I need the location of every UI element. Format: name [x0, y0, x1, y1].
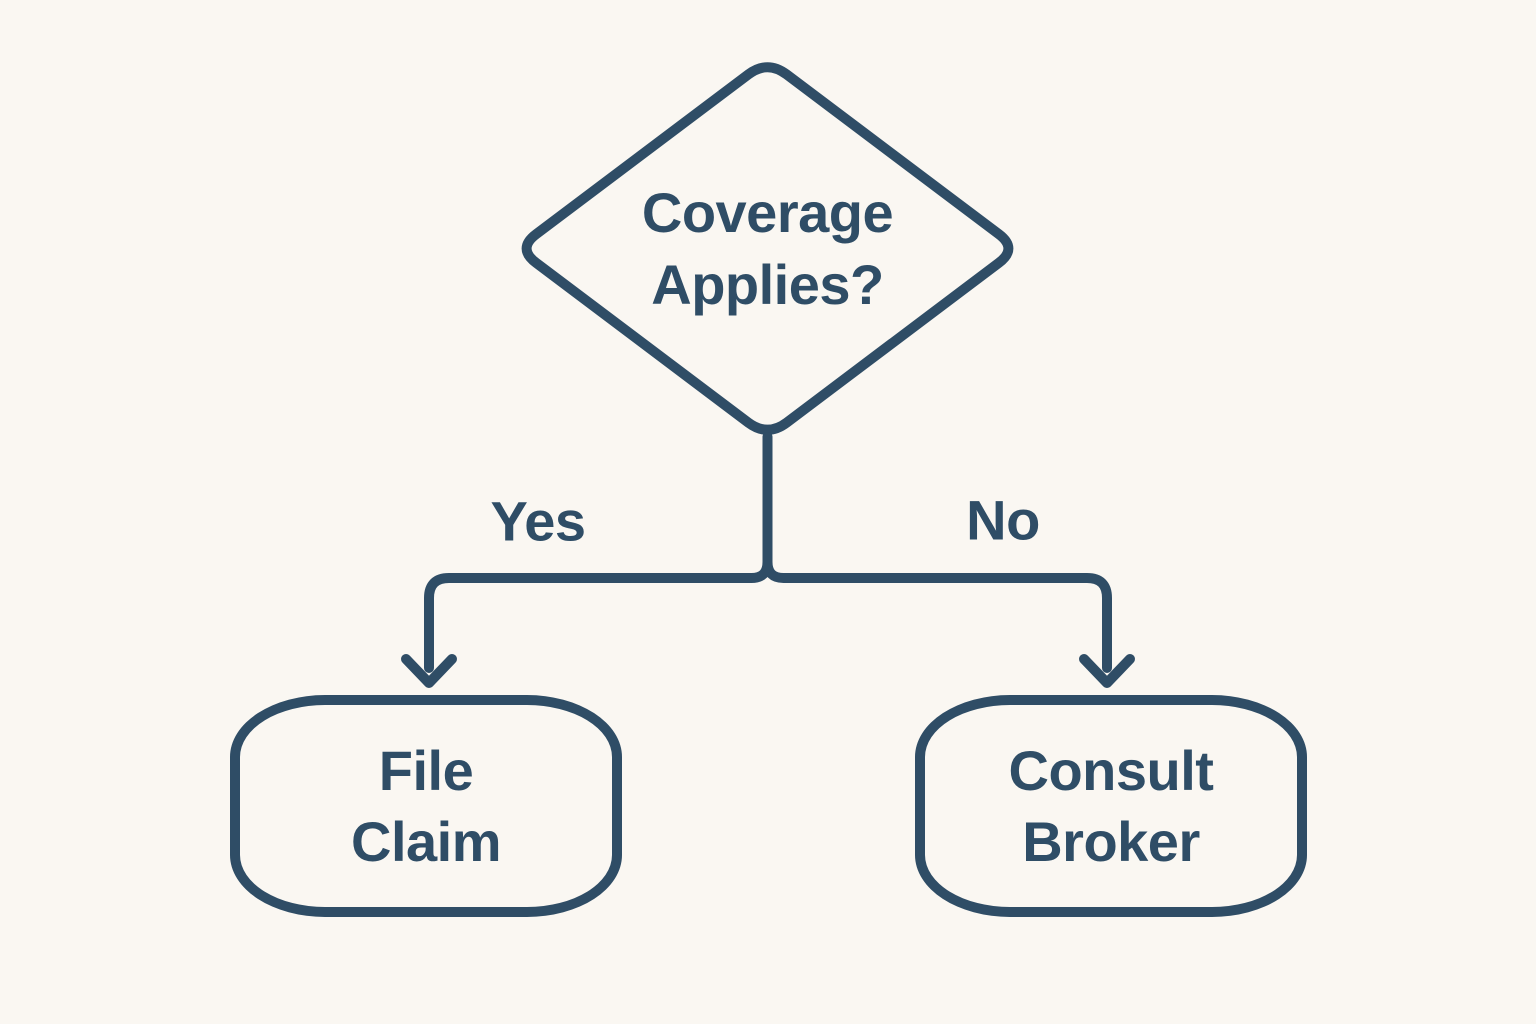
outcome-file-claim-line2: Claim: [351, 810, 502, 873]
branch-label-yes: Yes: [490, 489, 586, 553]
outcome-node-file-claim: File Claim: [230, 695, 622, 917]
outcome-node-consult-broker: Consult Broker: [915, 695, 1307, 917]
outcome-consult-broker-label: Consult Broker: [1009, 735, 1214, 877]
decision-diamond-shape: [521, 62, 1014, 435]
outcome-consult-broker-line1: Consult: [1008, 739, 1214, 802]
decision-label-line2: Applies?: [651, 253, 884, 316]
decision-label-line1: Coverage: [641, 181, 894, 244]
outcome-file-claim-line1: File: [378, 739, 474, 802]
arrowhead-yes-icon: [401, 654, 457, 688]
branch-line-yes: [424, 432, 773, 673]
decision-node-label: Coverage Applies?: [567, 177, 968, 321]
branch-label-no: No: [966, 488, 1040, 552]
arrowhead-no-icon: [1079, 654, 1135, 688]
outcome-file-claim-label: File Claim: [351, 735, 502, 877]
branch-line-no: [762, 432, 1112, 673]
outcome-consult-broker-line2: Broker: [1022, 810, 1200, 873]
